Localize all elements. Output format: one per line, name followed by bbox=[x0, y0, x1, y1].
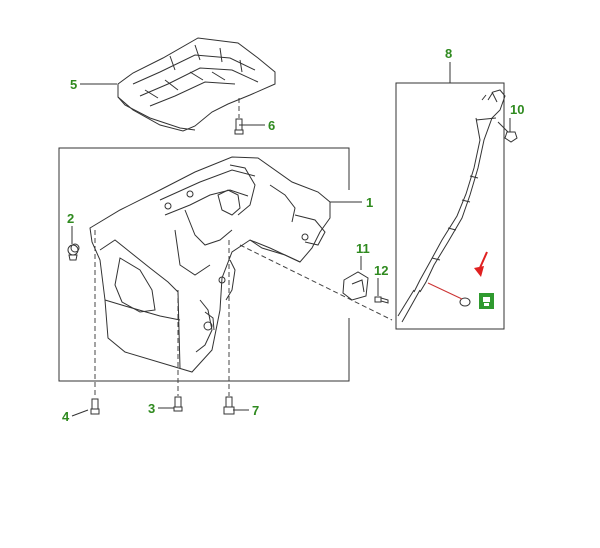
callout-3: 3 bbox=[148, 401, 156, 416]
callout-12: 12 bbox=[374, 263, 389, 278]
red-pointer-arrow-icon bbox=[474, 251, 488, 277]
callout-2: 2 bbox=[67, 211, 75, 226]
dash-dipstick-route bbox=[239, 244, 393, 321]
oil-pan bbox=[70, 156, 331, 373]
leader-4 bbox=[71, 409, 89, 417]
callout-10: 10 bbox=[510, 102, 525, 117]
bolt-6-part bbox=[234, 118, 244, 135]
bolt-3-part bbox=[173, 396, 183, 412]
o-ring-part bbox=[427, 282, 471, 307]
callout-1: 1 bbox=[366, 195, 374, 210]
callout-11: 11 bbox=[356, 241, 370, 256]
bolt-4-part bbox=[90, 398, 100, 415]
oil-pan-group-frame bbox=[58, 147, 350, 382]
windage-tray bbox=[117, 37, 276, 132]
callout-5: 5 bbox=[70, 77, 78, 92]
dipstick-tube bbox=[397, 89, 506, 323]
callout-8: 8 bbox=[445, 46, 453, 61]
bolt-7-part bbox=[223, 396, 235, 415]
dipstick-tube-bracket bbox=[342, 271, 369, 301]
bolt-12-part bbox=[374, 296, 389, 304]
bolt-10-part bbox=[497, 121, 518, 143]
oil-level-marker-icon bbox=[479, 293, 494, 309]
callout-6: 6 bbox=[268, 118, 276, 133]
drain-plug-part bbox=[67, 244, 79, 261]
callout-7: 7 bbox=[252, 403, 260, 418]
callout-4: 4 bbox=[62, 409, 70, 424]
